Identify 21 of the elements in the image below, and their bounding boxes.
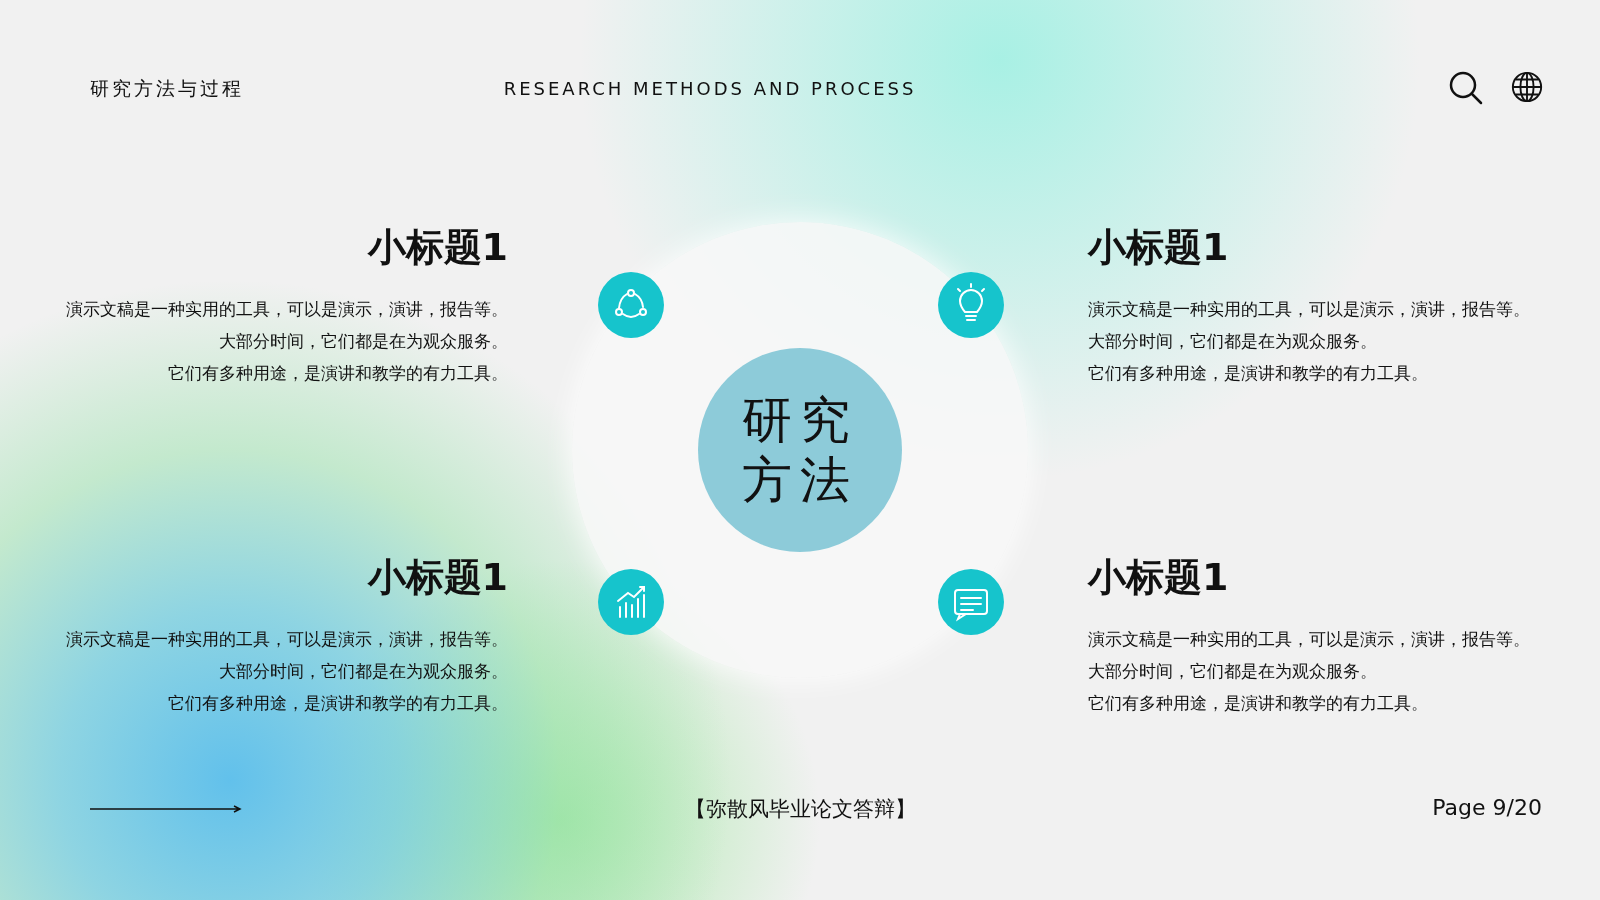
- body-text: 大部分时间，它们都是在为观众服务。: [219, 330, 508, 353]
- header-subtitle: RESEARCH METHODS AND PROCESS: [503, 78, 917, 99]
- body-text: 演示文稿是一种实用的工具，可以是演示，演讲，报告等。: [1088, 298, 1530, 321]
- body-text: 大部分时间，它们都是在为观众服务。: [1088, 330, 1377, 353]
- body-text: 它们有多种用途，是演讲和教学的有力工具。: [1088, 362, 1428, 385]
- page-number: Page 9/20: [1432, 795, 1542, 820]
- body-text: 它们有多种用途，是演讲和教学的有力工具。: [1088, 692, 1428, 715]
- section-heading: 小标题1: [367, 224, 508, 271]
- body-text: 大部分时间，它们都是在为观众服务。: [219, 660, 508, 683]
- center-label: 研究方法: [741, 390, 859, 510]
- body-text: 演示文稿是一种实用的工具，可以是演示，演讲，报告等。: [66, 628, 508, 651]
- body-text: 大部分时间，它们都是在为观众服务。: [1088, 660, 1377, 683]
- body-text: 演示文稿是一种实用的工具，可以是演示，演讲，报告等。: [1088, 628, 1530, 651]
- body-text: 它们有多种用途，是演讲和教学的有力工具。: [168, 692, 508, 715]
- body-text: 它们有多种用途，是演讲和教学的有力工具。: [168, 362, 508, 385]
- header-title: 研究方法与过程: [90, 76, 244, 101]
- section-heading: 小标题1: [1088, 224, 1229, 271]
- section-heading: 小标题1: [1088, 554, 1229, 601]
- footer-title: 【弥散风毕业论文答辩】: [684, 796, 916, 823]
- section-heading: 小标题1: [367, 554, 508, 601]
- body-text: 演示文稿是一种实用的工具，可以是演示，演讲，报告等。: [66, 298, 508, 321]
